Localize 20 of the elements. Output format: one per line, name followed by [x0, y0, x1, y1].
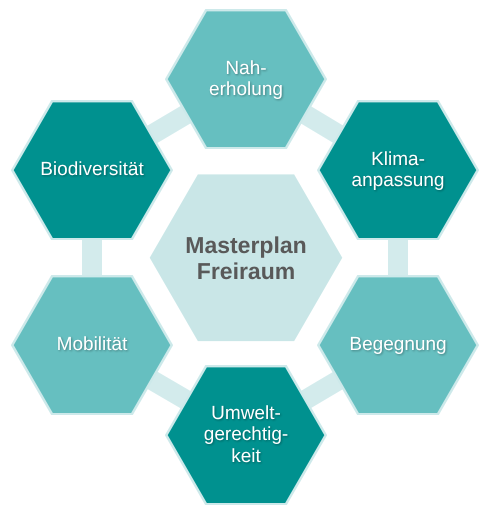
connector-bar	[388, 239, 408, 276]
connector-bar	[146, 371, 192, 409]
hexagon	[317, 100, 479, 240]
connector-bar	[82, 239, 102, 276]
node-label: Klima- anpassung	[350, 148, 446, 192]
node-label: Mobilität	[56, 334, 128, 356]
node-label: Biodiversität	[39, 159, 145, 181]
hexagon	[11, 100, 173, 240]
node-label: Umwelt- gerechtig- keit	[202, 403, 290, 467]
connector-bar	[146, 106, 192, 144]
node-label: Nah- erholung	[208, 58, 284, 100]
node-label: Begegnung	[348, 334, 448, 356]
hexagon	[165, 8, 327, 150]
connector-bar	[300, 372, 344, 408]
hexagon	[11, 274, 173, 416]
central-hexagon	[147, 172, 345, 344]
hexagon	[165, 364, 327, 506]
node-label: Masterplan Freiraum	[184, 232, 308, 284]
connector-bar	[300, 106, 344, 144]
hexagon	[317, 274, 479, 416]
